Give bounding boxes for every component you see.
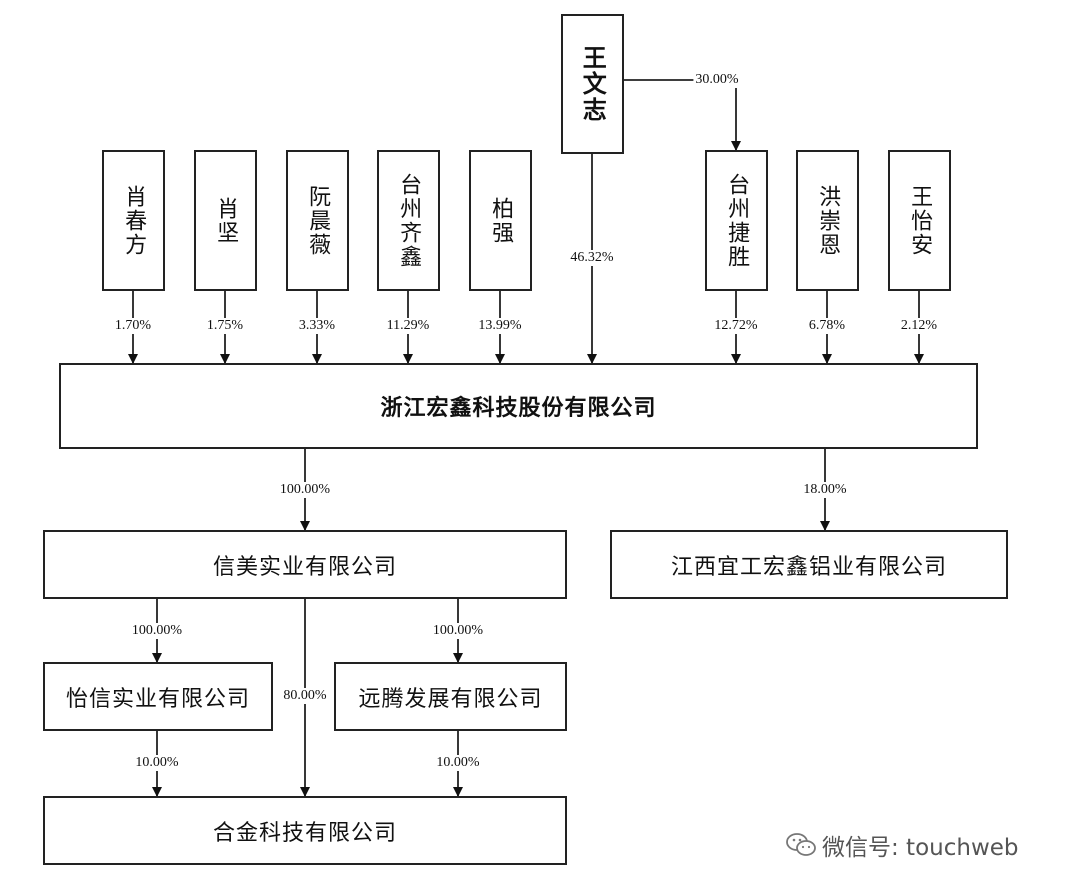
pct-wang-to-main: 46.32% (568, 250, 616, 266)
shareholder-bai-qiang: 柏强 (469, 150, 532, 291)
shareholder-xiao-chunfang: 肖春方 (102, 150, 165, 291)
pct-xiao-jian: 1.75% (204, 318, 246, 334)
pct-wang-to-jiesheng: 30.00% (693, 72, 741, 88)
pct-bai-qiang: 13.99% (476, 318, 524, 334)
pct-wang-yian: 2.12% (898, 318, 940, 334)
pct-ruan-chenwei: 3.33% (296, 318, 338, 334)
wechat-icon (786, 833, 816, 856)
shareholder-taizhou-jiesheng: 台州捷胜 (705, 150, 768, 291)
subsidiary-hejin-label: 合金科技有限公司 (212, 820, 397, 846)
pct-main-to-xinmei: 100.00% (277, 482, 333, 498)
subsidiary-jiangxi-label: 江西宜工宏鑫铝业有限公司 (670, 554, 947, 580)
main-company-label: 浙江宏鑫科技股份有限公司 (380, 395, 657, 421)
subsidiary-xinmei-label: 信美实业有限公司 (212, 554, 397, 580)
shareholder-wang-yian-label: 王怡安 (907, 184, 933, 257)
pct-main-to-jiangxi: 18.00% (801, 482, 849, 498)
pct-taizhou-jiesheng: 12.72% (712, 318, 760, 334)
shareholder-xiao-jian: 肖坚 (194, 150, 257, 291)
watermark-text: 微信号: touchweb (822, 835, 1019, 861)
subsidiary-xinmei: 信美实业有限公司 (43, 530, 567, 599)
pct-taizhou-qixin: 11.29% (384, 318, 432, 334)
subsidiary-hejin: 合金科技有限公司 (43, 796, 567, 865)
shareholder-wang-yian: 王怡安 (888, 150, 951, 291)
pct-xinmei-to-hejin: 80.00% (281, 688, 329, 704)
pct-xinmei-to-yixin: 100.00% (129, 623, 185, 639)
shareholder-wang-wenzhi-label: 王文志 (578, 45, 608, 123)
main-company: 浙江宏鑫科技股份有限公司 (59, 363, 978, 449)
pct-xiao-chunfang: 1.70% (112, 318, 154, 334)
subsidiary-yuanteng-label: 远腾发展有限公司 (358, 686, 543, 712)
watermark: 微信号: touchweb (786, 828, 1019, 862)
subsidiary-jiangxi: 江西宜工宏鑫铝业有限公司 (610, 530, 1008, 599)
shareholder-wang-wenzhi: 王文志 (561, 14, 624, 154)
shareholder-xiao-jian-label: 肖坚 (213, 196, 239, 245)
pct-yuanteng-to-hejin: 10.00% (434, 755, 482, 771)
shareholder-xiao-chunfang-label: 肖春方 (121, 184, 147, 257)
shareholder-hong-chongen-label: 洪崇恩 (815, 184, 841, 257)
subsidiary-yixin-label: 怡信实业有限公司 (65, 686, 250, 712)
pct-hong-chongen: 6.78% (806, 318, 848, 334)
subsidiary-yixin: 怡信实业有限公司 (43, 662, 273, 731)
pct-xinmei-to-yuanteng: 100.00% (430, 623, 486, 639)
shareholder-taizhou-jiesheng-label: 台州捷胜 (724, 172, 750, 269)
pct-yixin-to-hejin: 10.00% (133, 755, 181, 771)
shareholder-ruan-chenwei: 阮晨薇 (286, 150, 349, 291)
subsidiary-yuanteng: 远腾发展有限公司 (334, 662, 567, 731)
shareholder-ruan-chenwei-label: 阮晨薇 (305, 184, 331, 257)
shareholder-hong-chongen: 洪崇恩 (796, 150, 859, 291)
shareholder-taizhou-qixin-label: 台州齐鑫 (396, 172, 422, 269)
shareholder-taizhou-qixin: 台州齐鑫 (377, 150, 440, 291)
shareholder-bai-qiang-label: 柏强 (488, 196, 514, 245)
